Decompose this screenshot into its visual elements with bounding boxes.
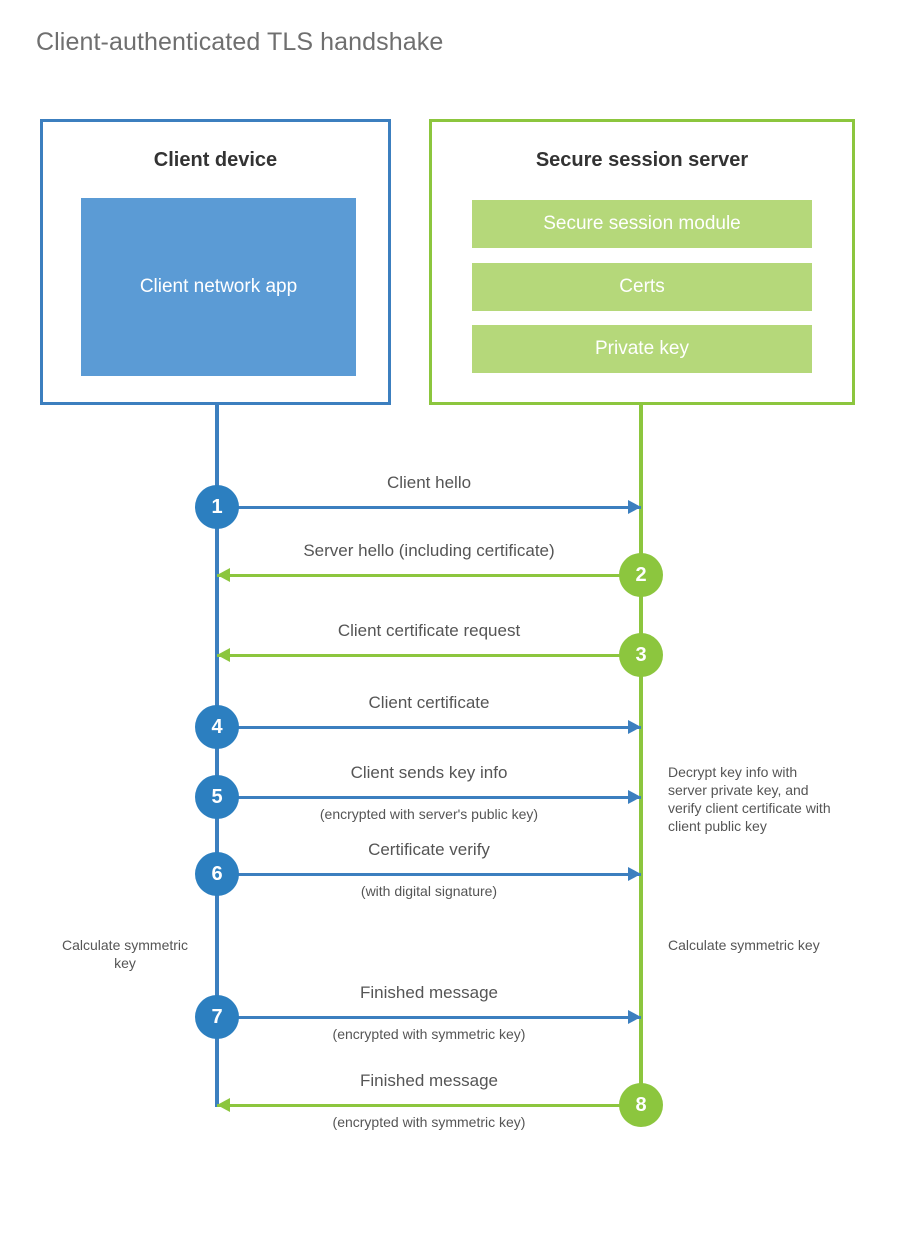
secure-session-server-title: Secure session server <box>535 149 749 171</box>
step-badge-3[interactable]: 3 <box>619 633 663 677</box>
note-client-calculate-symmetric-key: Calculate symmetric key <box>61 937 189 971</box>
arrow-head-4 <box>628 720 641 734</box>
message-line-6 <box>217 873 641 876</box>
step-badge-4[interactable]: 4 <box>195 705 239 749</box>
step-badge-7[interactable]: 7 <box>195 995 239 1039</box>
message-label-6: Certificate verify <box>368 840 490 859</box>
message-sublabel-7: (encrypted with symmetric key) <box>332 1026 526 1042</box>
message-label-4: Client certificate <box>368 693 490 712</box>
message-line-2 <box>217 574 641 577</box>
message-sublabel-8: (encrypted with symmetric key) <box>332 1114 526 1130</box>
server-component-private-key: Private key <box>472 325 812 373</box>
step-badge-1[interactable]: 1 <box>195 485 239 529</box>
message-line-8 <box>217 1104 641 1107</box>
client-device-box: Client device Client network app <box>40 119 391 405</box>
message-line-7 <box>217 1016 641 1019</box>
step-badge-2[interactable]: 2 <box>619 553 663 597</box>
step-badge-5[interactable]: 5 <box>195 775 239 819</box>
client-lifeline <box>215 405 219 1107</box>
step-badge-8[interactable]: 8 <box>619 1083 663 1127</box>
arrow-head-6 <box>628 867 641 881</box>
message-label-8: Finished message <box>360 1071 498 1090</box>
server-component-certs: Certs <box>472 263 812 311</box>
arrow-head-7 <box>628 1010 641 1024</box>
arrow-head-2 <box>217 568 230 582</box>
client-network-app-block: Client network app <box>81 198 356 376</box>
note-server-decrypt-verify: Decrypt key info with server private key… <box>668 764 831 834</box>
message-label-5: Client sends key info <box>350 763 508 782</box>
message-line-4 <box>217 726 641 729</box>
message-line-5 <box>217 796 641 799</box>
server-lifeline <box>639 405 643 1107</box>
arrow-head-1 <box>628 500 641 514</box>
message-label-7: Finished message <box>360 983 498 1002</box>
arrow-head-5 <box>628 790 641 804</box>
message-label-2: Server hello (including certificate) <box>303 541 555 560</box>
step-badge-6[interactable]: 6 <box>195 852 239 896</box>
message-line-1 <box>217 506 641 509</box>
message-sublabel-6: (with digital signature) <box>360 883 498 899</box>
message-label-1: Client hello <box>386 473 472 492</box>
message-line-3 <box>217 654 641 657</box>
arrow-head-3 <box>217 648 230 662</box>
secure-session-server-box: Secure session server Secure session mod… <box>429 119 855 405</box>
arrow-head-8 <box>217 1098 230 1112</box>
server-component-secure-session-module: Secure session module <box>472 200 812 248</box>
message-label-3: Client certificate request <box>337 621 521 640</box>
message-sublabel-5: (encrypted with server's public key) <box>319 806 539 822</box>
client-device-title: Client device <box>153 149 278 171</box>
page-title: Client-authenticated TLS handshake <box>36 28 444 56</box>
note-server-calculate-symmetric-key: Calculate symmetric key <box>668 937 820 953</box>
